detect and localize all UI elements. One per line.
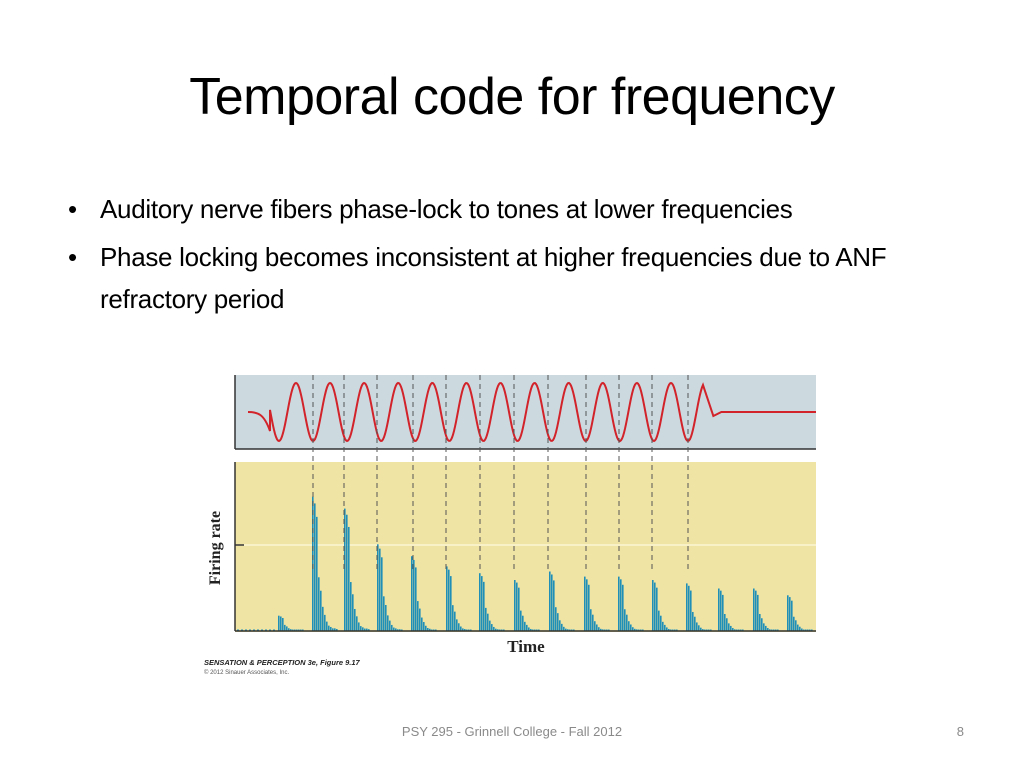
slide-title: Temporal code for frequency — [189, 68, 835, 126]
bullet-dot-icon: • — [68, 194, 77, 224]
bullet-item: • Auditory nerve fibers phase-lock to to… — [60, 188, 980, 230]
x-axis-label: Time — [507, 637, 545, 656]
page-number: 8 — [956, 724, 964, 739]
figure-caption-title: SENSATION & PERCEPTION 3e, Figure 9.17 — [204, 658, 361, 667]
bullet-item: • Phase locking becomes inconsistent at … — [60, 236, 980, 320]
figure-caption-copyright: © 2012 Sinauer Associates, Inc. — [204, 669, 289, 676]
figure-svg: Firing rate Time SENSATION & PERCEPTION … — [204, 375, 816, 676]
bullet-text: Phase locking becomes inconsistent at hi… — [100, 242, 887, 314]
phase-locking-figure: Firing rate Time SENSATION & PERCEPTION … — [200, 370, 820, 680]
footer-text: PSY 295 - Grinnell College - Fall 2012 — [401, 724, 623, 739]
bullet-text: Auditory nerve fibers phase-lock to tone… — [100, 194, 793, 224]
y-axis-label: Firing rate — [207, 511, 224, 585]
bullet-dot-icon: • — [68, 242, 77, 272]
phase-dashed-lines — [312, 375, 689, 570]
firing-rate-panel — [235, 462, 816, 632]
firing-bars — [237, 496, 813, 631]
bullet-list: • Auditory nerve fibers phase-lock to to… — [60, 188, 980, 326]
sine-wave-stimulus — [247, 381, 816, 443]
